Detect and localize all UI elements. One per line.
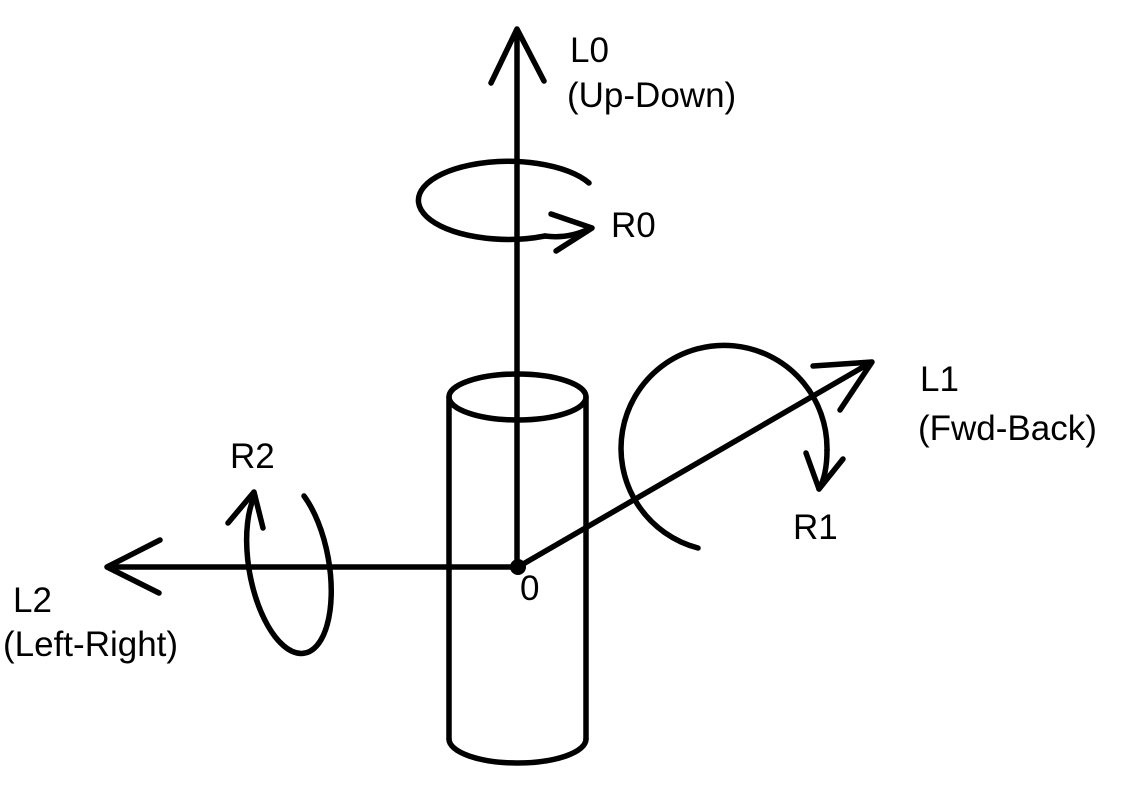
- r0-rotation-arrow: [415, 158, 595, 254]
- l0-axis-arrow: [488, 26, 547, 570]
- r1-arrowhead-icon: [803, 450, 846, 492]
- r2-arrowhead-icon: [225, 489, 266, 531]
- l2-axis-arrow: [104, 537, 521, 596]
- origin-dot: [510, 559, 526, 575]
- r0-rotation-label: R0: [611, 206, 656, 245]
- cylinder-bottom-arc: [446, 736, 589, 766]
- r0-arrowhead-icon: [548, 211, 595, 254]
- l0-axis-label: L0: [570, 31, 609, 70]
- l1-axis-label: L1: [920, 360, 959, 399]
- l2-axis-sublabel: (Left-Right): [3, 625, 178, 664]
- r1-rotation-arrow: [618, 342, 846, 551]
- l0-arrowhead-icon: [488, 26, 547, 86]
- r1-rotation-label: R1: [793, 508, 838, 547]
- r0-loop: [415, 158, 592, 243]
- l2-axis-label: L2: [13, 581, 52, 620]
- r2-loop: [243, 493, 335, 657]
- r1-loop: [618, 342, 830, 551]
- l1-arrowhead-icon: [810, 359, 875, 413]
- r2-rotation-arrow: [225, 489, 335, 657]
- l0-axis-sublabel: (Up-Down): [567, 76, 736, 115]
- l2-arrowhead-icon: [104, 537, 163, 596]
- l1-axis-sublabel: (Fwd-Back): [918, 409, 1097, 448]
- r2-rotation-label: R2: [230, 437, 275, 476]
- origin-label: 0: [520, 569, 539, 608]
